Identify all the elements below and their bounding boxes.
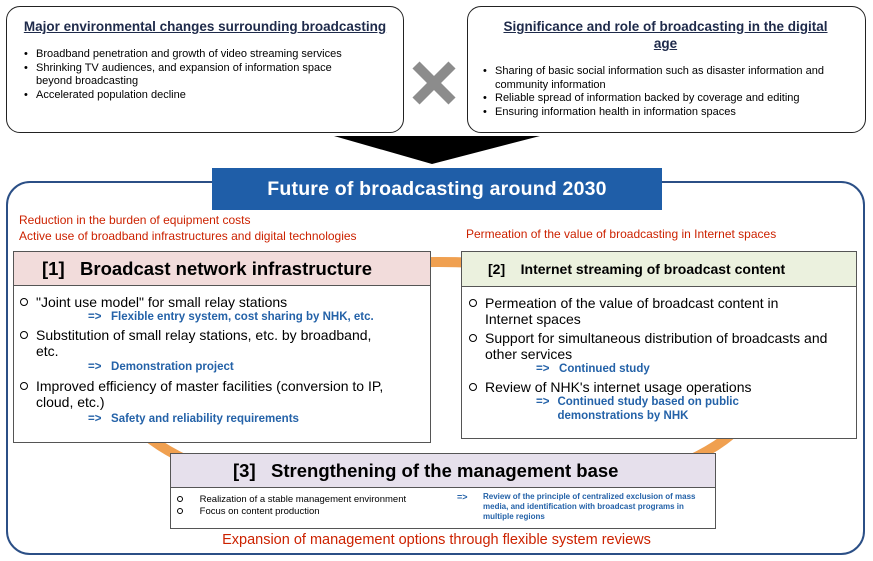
list-item: Review of NHK's internet usage operation…	[465, 379, 850, 395]
list-item: Improved efficiency of master facilities…	[16, 378, 422, 410]
circle-bullet-icon	[20, 298, 28, 306]
right-red-note: Permeation of the value of broadcasting …	[466, 227, 777, 241]
list-item: Substitution of small relay stations, et…	[16, 327, 422, 359]
box-internet-streaming: [2] Internet streaming of broadcast cont…	[461, 251, 857, 439]
main-title: Future of broadcasting around 2030	[212, 168, 662, 210]
sub-note: Continued study based on public demonstr…	[557, 396, 739, 422]
environment-changes-title: Major environmental changes surrounding …	[23, 19, 387, 34]
circle-bullet-icon	[20, 331, 28, 339]
red-note: Reduction in the burden of equipment cos…	[19, 213, 251, 227]
red-note: Active use of broadband infrastructures …	[19, 228, 357, 243]
list-item: Broadband penetration and growth of vide…	[17, 48, 393, 62]
list-item: Ensuring information health in informati…	[476, 106, 855, 120]
circle-bullet-icon	[177, 508, 183, 514]
list-item: Accelerated population decline	[17, 89, 393, 103]
circle-bullet-icon	[469, 383, 477, 391]
arrow: =>	[457, 492, 468, 502]
sub-note: Demonstration project	[111, 361, 234, 373]
list-item: Permeation of the value of broadcast con…	[465, 295, 850, 327]
list-item: Reliable spread of information backed by…	[476, 92, 855, 106]
bottom-note: Expansion of management options through …	[222, 532, 651, 548]
box2-header: [2] Internet streaming of broadcast cont…	[462, 252, 856, 287]
management-note: Review of the principle of centralized e…	[483, 492, 696, 521]
list-item: "Joint use model" for small relay statio…	[16, 294, 422, 310]
broadcasting-role-title: Significance and role of broadcasting in…	[503, 19, 828, 51]
sub-note: Continued study	[559, 363, 650, 375]
list-item: Sharing of basic social information such…	[476, 65, 855, 92]
circle-bullet-icon	[177, 496, 183, 502]
sub-note: Flexible entry system, cost sharing by N…	[111, 311, 374, 323]
box3-header: [3] Strengthening of the management base	[171, 454, 715, 488]
circle-bullet-icon	[20, 382, 28, 390]
list-item: Focus on content production	[177, 506, 406, 518]
circle-bullet-icon	[469, 334, 477, 342]
box-management-base: [3] Strengthening of the management base…	[170, 453, 716, 529]
list-item: Realization of a stable management envir…	[177, 494, 406, 506]
left-red-notes: Reduction in the burden of equipment cos…	[19, 213, 357, 244]
circle-bullet-icon	[469, 299, 477, 307]
box1-header: [1] Broadcast network infrastructure	[14, 252, 430, 286]
box-broadcast-network: [1] Broadcast network infrastructure "Jo…	[13, 251, 431, 443]
x-icon	[412, 61, 456, 105]
sub-note: Safety and reliability requirements	[111, 413, 299, 425]
list-item: Shrinking TV audiences, and expansion of…	[17, 62, 393, 89]
environment-changes-box: Major environmental changes surrounding …	[6, 6, 404, 133]
list-item: Support for simultaneous distribution of…	[465, 330, 850, 362]
broadcasting-role-box: Significance and role of broadcasting in…	[467, 6, 866, 133]
